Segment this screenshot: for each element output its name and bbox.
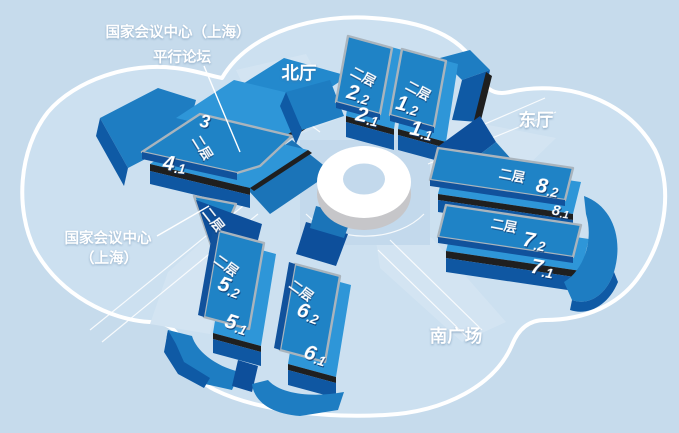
floor-label-hall-7: 二层 (490, 216, 518, 236)
north-wing (280, 34, 492, 163)
hall-number-1-1: 1.1 (408, 117, 435, 144)
hall-1-1-front-face (398, 135, 446, 163)
left-annotation-line1: 国家会议中心 (65, 229, 152, 247)
east-wing (428, 116, 618, 312)
hall-1-upper-slab (388, 47, 448, 129)
hall-4-1-edge-strip (250, 150, 312, 191)
hall-number-8-1: 8.1 (551, 202, 571, 222)
path-line-se-1 (389, 239, 483, 331)
hall-number-4-1: 4.1 (161, 152, 187, 177)
hall-number-2-2: 2.2 (344, 80, 373, 108)
hall-5-1-shadow-strip (213, 333, 261, 352)
south-endcap-east (252, 380, 344, 416)
north-endcap-east-top (440, 50, 490, 80)
ring-hole (343, 163, 385, 195)
north-endcap-west-top (286, 80, 344, 130)
hall-number-5-1: 5.1 (222, 310, 251, 339)
hall-8-slab-side (430, 180, 565, 206)
top-annotation-line1: 国家会议中心（上海） (106, 23, 251, 41)
label-east-hall: 东厅 (519, 110, 554, 130)
hall-4-1-shadow-strip (150, 164, 250, 195)
south-wing (164, 206, 352, 416)
path-line-se-2 (377, 249, 469, 339)
hall-number-7-1: 7.1 (529, 255, 556, 282)
hall-8-1-shadow-strip (438, 194, 573, 220)
hall-4-1-front-face (150, 171, 250, 208)
hall-number-2-1: 2.1 (353, 102, 381, 129)
hall-number-5-2: 5.2 (215, 272, 245, 302)
south-endcap-west-side (164, 330, 210, 388)
hall-number-3: 3 (198, 111, 211, 132)
west-endcap-top (100, 88, 196, 168)
hall-number-8-2: 8.2 (534, 174, 561, 201)
leader-line-top-annotation (203, 65, 241, 153)
left-annotation-line2: （上海） (80, 249, 138, 267)
hall-6-slab-side (274, 262, 295, 350)
center-ring (317, 146, 411, 230)
hall-4-front-face (237, 140, 332, 214)
north-endcap-east-strip (474, 72, 492, 124)
south-endcap-middle (232, 360, 258, 392)
hall-2-1-front-face (346, 122, 394, 150)
hall-6-1-front-face (288, 370, 336, 398)
floor-label-hall-8: 二层 (498, 166, 526, 186)
leader-line-left-annotation (156, 205, 210, 237)
hall-7-slab-side (438, 237, 573, 263)
east-endcap-side (570, 272, 618, 312)
hall-number-6-2: 6.2 (294, 298, 324, 328)
east-endcap-top (564, 196, 618, 302)
road-southeast (372, 214, 506, 342)
hall-2-slab-side (336, 102, 380, 120)
hall-number-6-1: 6.1 (301, 341, 330, 370)
north-endcap-west-side (280, 92, 302, 144)
hall-2-1-shadow-strip (346, 116, 394, 135)
hall-7-1-shadow-strip (446, 251, 581, 278)
hall-1-slab-side (390, 115, 434, 133)
hall-6-1-shadow-strip (288, 364, 336, 383)
hall-5-slab-side (198, 229, 219, 317)
hall-4-upper-slab (140, 112, 294, 175)
hall-7-1-front-face (446, 258, 581, 292)
hall-number-7-2: 7.2 (521, 228, 548, 255)
hall-4-slab-side (142, 152, 237, 180)
label-north-hall: 北厅 (282, 63, 317, 83)
west-endcap-side (96, 118, 128, 186)
top-annotation-line2: 平行论坛 (153, 48, 211, 66)
label-south-plaza: 南广场 (430, 326, 483, 346)
hall-2-upper-slab (334, 34, 394, 116)
hall-1-1-shadow-strip (398, 129, 446, 148)
hall-number-1-2: 1.2 (393, 91, 421, 119)
hall-5-1-front-face (213, 339, 261, 366)
